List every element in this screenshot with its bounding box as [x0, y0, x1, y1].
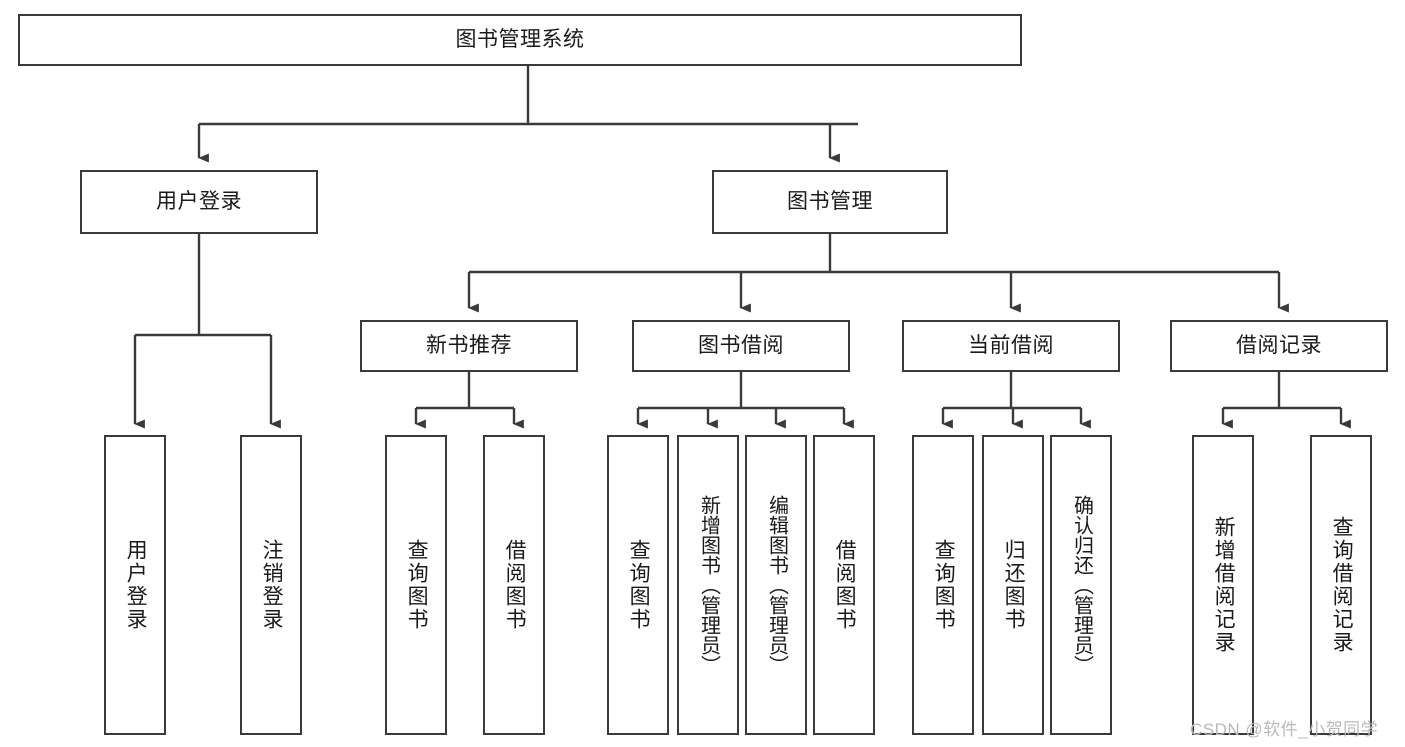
- node-leaf-logout-login[interactable]: 注销登录: [240, 435, 302, 735]
- node-user-login[interactable]: 用户登录: [80, 170, 318, 234]
- node-leaf-return-book[interactable]: 归还图书: [982, 435, 1044, 735]
- node-new-book-recommend[interactable]: 新书推荐: [360, 320, 578, 372]
- node-leaf-confirm-return-admin[interactable]: 确认归还（管理员）: [1050, 435, 1112, 735]
- node-root[interactable]: 图书管理系统: [18, 14, 1022, 66]
- node-leaf-add-borrow-record[interactable]: 新增借阅记录: [1192, 435, 1254, 735]
- node-leaf-borrow-book-1[interactable]: 借阅图书: [483, 435, 545, 735]
- node-borrow-record[interactable]: 借阅记录: [1170, 320, 1388, 372]
- node-current-borrow[interactable]: 当前借阅: [902, 320, 1120, 372]
- node-leaf-query-book-3[interactable]: 查询图书: [912, 435, 974, 735]
- node-leaf-query-book-1[interactable]: 查询图书: [385, 435, 447, 735]
- node-leaf-query-book-2[interactable]: 查询图书: [607, 435, 669, 735]
- node-leaf-borrow-book-2[interactable]: 借阅图书: [813, 435, 875, 735]
- csdn-watermark: CSDN @软件_小贺同学: [1190, 720, 1379, 739]
- node-book-borrow[interactable]: 图书借阅: [632, 320, 850, 372]
- node-leaf-query-borrow-record[interactable]: 查询借阅记录: [1310, 435, 1372, 735]
- node-leaf-add-book-admin[interactable]: 新增图书（管理员）: [677, 435, 739, 735]
- node-leaf-edit-book-admin[interactable]: 编辑图书（管理员）: [745, 435, 807, 735]
- node-book-management[interactable]: 图书管理: [712, 170, 948, 234]
- node-leaf-user-login[interactable]: 用户登录: [104, 435, 166, 735]
